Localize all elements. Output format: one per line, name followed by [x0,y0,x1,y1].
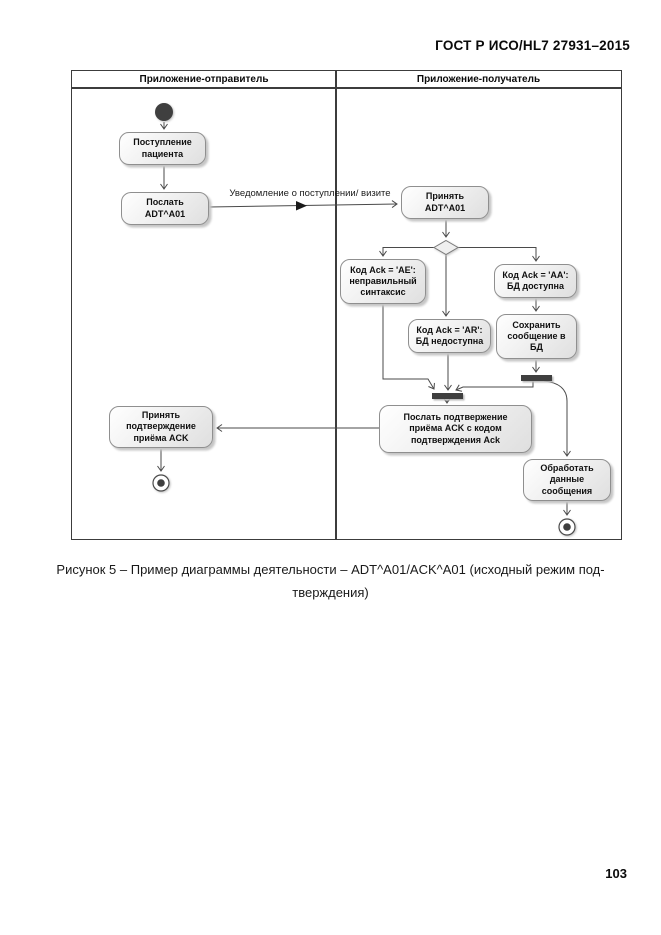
activity-ack-ae: Код Ack = 'AE': неправильный синтаксис [340,259,426,304]
lane-header-receiver: Приложение-получатель [416,73,541,85]
activity-label: Послать подтвержение приёма ACK с кодом … [403,412,508,445]
figure-caption-line2: тверждения) [292,585,369,600]
message-send-arrowhead [296,201,307,211]
initial-node [155,103,173,121]
activity-receive-ack: Принять подтверждение приёма ACK [109,406,213,448]
edge-label-notification: Уведомление о поступлении/ визите [229,188,391,199]
activity-label: Сохранить сообщение в БД [507,319,566,353]
activity-send-adt: Послать ADT^A01 [121,192,209,225]
activity-label: Послать ADT^A01 [144,197,186,219]
activity-label: Принять ADT^A01 [424,191,466,213]
activity-label: Код Ack = 'AE': неправильный синтаксис [349,264,417,298]
page-number: 103 [605,866,627,881]
fork-bar [521,375,552,381]
final-node-sender [152,474,170,492]
activity-process-data: Обработать данные сообщения [523,459,611,501]
activity-save-message: Сохранить сообщение в БД [496,314,577,359]
figure-caption: Рисунок 5 – Пример диаграммы деятельност… [0,558,661,604]
activity-label: Код Ack = 'AR': БД недоступна [415,324,484,346]
lane-divider [335,71,337,539]
activity-ack-aa: Код Ack = 'AA': БД доступна [494,264,577,298]
activity-send-ack: Послать подтвержение приёма ACK с кодом … [379,405,532,453]
figure-caption-line1: Рисунок 5 – Пример диаграммы деятельност… [56,562,605,577]
lane-header-sender: Приложение-отправитель [139,73,269,85]
activity-label: Обработать данные сообщения [540,463,594,496]
activity-ack-ar: Код Ack = 'AR': БД недоступна [408,319,491,353]
activity-label: Код Ack = 'AA': БД доступна [502,269,569,291]
edges [157,122,571,516]
diagram-connectors [152,103,576,536]
merge-bar [432,393,463,399]
activity-receive-adt: Принять ADT^A01 [401,186,489,219]
activity-patient-admission: Поступление пациента [119,132,206,165]
document-title: ГОСТ Р ИСО/HL7 27931–2015 [435,38,630,53]
decision-diamond [433,239,459,256]
activity-label: Принять подтверждение приёма ACK [126,410,196,443]
activity-diagram: Приложение-отправитель Приложение-получа… [71,70,622,540]
activity-label: Поступление пациента [133,137,192,159]
final-node-receiver [558,518,576,536]
lane-header-row: Приложение-отправитель Приложение-получа… [72,71,621,89]
